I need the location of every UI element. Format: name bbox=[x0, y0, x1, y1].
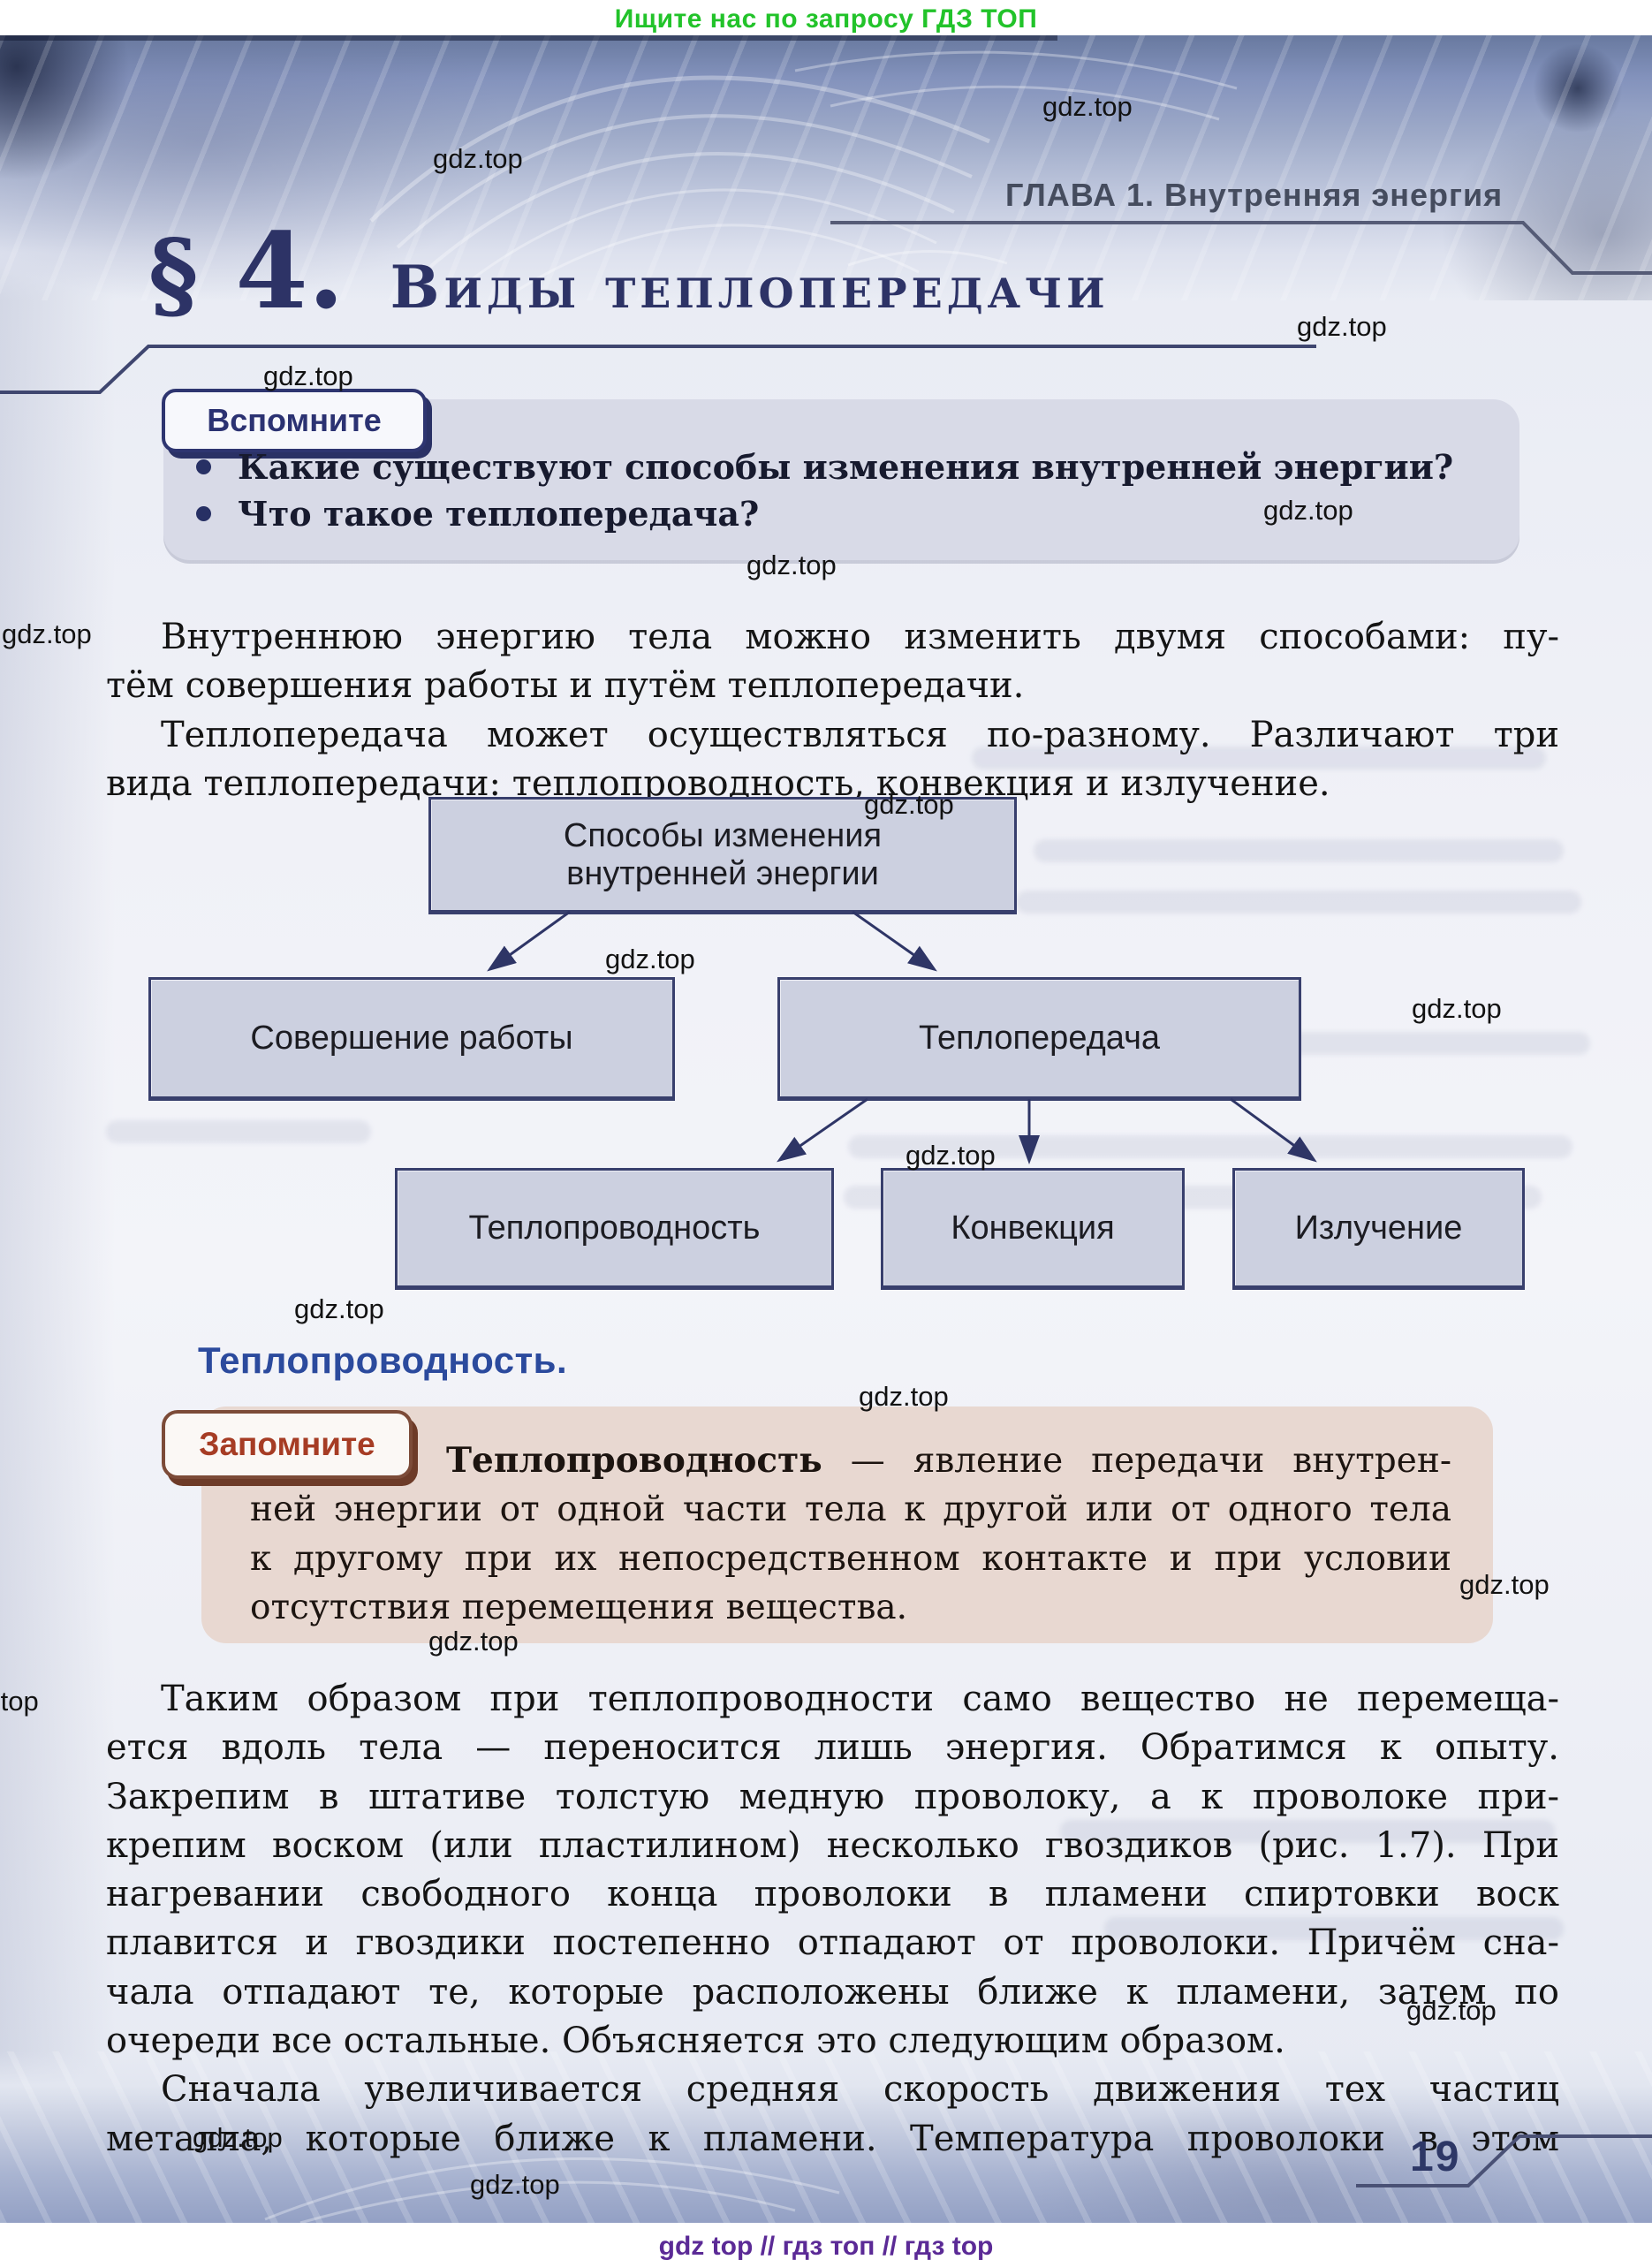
scan-bleed-artifact bbox=[1016, 891, 1581, 914]
text-line: очереди все остальные. Объясняется это с… bbox=[106, 2021, 1285, 2062]
watermark-text: gdz.top bbox=[605, 944, 695, 974]
memorize-definition: Теплопроводность — явление передачи внут… bbox=[250, 1437, 1451, 1632]
memorize-label: Запомните bbox=[162, 1410, 413, 1479]
text-line: чала отпадают те, которые расположены бл… bbox=[106, 1971, 1559, 2013]
watermark-text: gdz.top bbox=[433, 143, 523, 174]
remember-question-text: Что такое теплопередача? bbox=[238, 494, 760, 534]
scan-bleed-artifact bbox=[848, 1135, 1572, 1158]
remember-question: Какие существуют способы изменения внутр… bbox=[196, 447, 1453, 487]
watermark-text: gdz.top bbox=[428, 1626, 519, 1657]
text-line: Внутреннюю энергию тела можно изменить д… bbox=[161, 617, 1559, 657]
watermark-text: gdz.top bbox=[1459, 1569, 1550, 1600]
intro-paragraphs: Внутреннюю энергию тела можно изменить д… bbox=[106, 613, 1559, 808]
definition-line: ней энергии от одной части тела к другой… bbox=[250, 1490, 1451, 1530]
scan-bleed-artifact bbox=[1104, 1917, 1564, 1940]
watermark-text: gdz.top bbox=[2, 618, 92, 649]
diagram-box-work: Совершение работы bbox=[148, 977, 675, 1101]
text-line: Сначала увеличивается средняя скорость д… bbox=[161, 2069, 1559, 2111]
footer-links: gdz top // гдз топ // гдз top bbox=[658, 2232, 994, 2261]
text-line: крепим воском (или пластилином) нескольк… bbox=[106, 1824, 1559, 1866]
bullet-icon bbox=[196, 459, 211, 474]
section-title: Виды теплопередачи bbox=[390, 253, 1110, 322]
scan-top-edge bbox=[0, 35, 1057, 41]
remember-question: Что такое теплопередача? bbox=[196, 494, 759, 534]
text-line: нагревании свободного конца проволоки в … bbox=[106, 1874, 1559, 1915]
section-title-row: § 4. Виды теплопередачи bbox=[148, 219, 1110, 323]
chapter-heading: ГЛАВА 1. Внутренняя энергия bbox=[1005, 177, 1504, 213]
watermark-text: gdz.top bbox=[1412, 993, 1502, 1024]
text-line: Таким образом при теплопроводности само … bbox=[161, 1679, 1559, 1719]
diagram-box-root: Способы изменения внутренней энергии bbox=[428, 797, 1017, 914]
text-line: Теплопередача может осуществляться по-ра… bbox=[161, 714, 1559, 755]
diagram-box-conduction: Теплопроводность bbox=[395, 1168, 834, 1290]
watermark-text: gdz.top bbox=[1263, 495, 1353, 526]
bullet-icon bbox=[196, 506, 211, 521]
watermark-text: gdz.top bbox=[193, 2122, 283, 2153]
watermark-text: gdz.top bbox=[0, 1686, 39, 1717]
diagram-box-heat-transfer: Теплопередача bbox=[777, 977, 1301, 1101]
scan-bleed-artifact bbox=[1060, 1820, 1555, 1843]
diagram-box-work-label: Совершение работы bbox=[250, 1019, 573, 1057]
watermark-text: gdz.top bbox=[294, 1293, 384, 1324]
diagram-box-radiation: Излучение bbox=[1232, 1168, 1525, 1290]
main-paragraphs: Таким образом при теплопроводности само … bbox=[106, 1675, 1559, 2164]
text-line: металла, которые ближе к пламени. Темпер… bbox=[106, 2118, 1559, 2159]
text-line: Закрепим в штативе толстую медную провол… bbox=[106, 1776, 1559, 1817]
watermark-text: gdz.top bbox=[263, 360, 353, 391]
diagram-box-conduction-label: Теплопроводность bbox=[468, 1209, 761, 1247]
memorize-box bbox=[201, 1406, 1493, 1643]
diagram-box-convection: Конвекция bbox=[881, 1168, 1185, 1290]
text-line: ется вдоль тела — переносится лишь энерг… bbox=[106, 1727, 1559, 1769]
watermark-text: gdz.top bbox=[859, 1381, 949, 1412]
text-line: плавится и гвоздики постепенно отпадают … bbox=[106, 1922, 1559, 1964]
page-number: 19 bbox=[1410, 2134, 1461, 2180]
definition-line: Теплопроводность — явление передачи внут… bbox=[250, 1437, 1451, 1485]
watermark-text: gdz.top bbox=[1406, 1995, 1497, 2026]
watermark-text: gdz.top bbox=[1297, 311, 1387, 342]
section-number: 4. bbox=[235, 209, 345, 332]
watermark-text: gdz.top bbox=[864, 789, 954, 820]
remember-question-text: Какие существуют способы изменения внутр… bbox=[238, 447, 1454, 487]
subheading-conduction: Теплопроводность. bbox=[198, 1339, 568, 1381]
definition-line-rest: — явление передачи внутрен- bbox=[822, 1441, 1451, 1481]
paragraph-sign: § bbox=[148, 219, 199, 330]
watermark-text: gdz.top bbox=[1042, 91, 1133, 122]
page-edge-shadow bbox=[0, 35, 115, 2223]
scan-bleed-artifact bbox=[972, 747, 1546, 770]
watermark-text: gdz.top bbox=[906, 1140, 996, 1171]
definition-line: к другому при их непосредственном контак… bbox=[250, 1538, 1451, 1579]
diagram-box-convection-label: Конвекция bbox=[951, 1209, 1115, 1247]
definition-line: отсутствия перемещения вещества. bbox=[250, 1587, 908, 1627]
diagram-box-heat-transfer-label: Теплопередача bbox=[918, 1019, 1161, 1057]
scan-bleed-artifact bbox=[106, 1120, 371, 1143]
diagram-box-root-label: Способы изменения внутренней энергии bbox=[563, 816, 883, 892]
watermark-text: gdz.top bbox=[746, 550, 837, 580]
remember-label: Вспомните bbox=[162, 389, 427, 452]
watermark-text: gdz.top bbox=[470, 2169, 560, 2200]
text-line: тём совершения работы и путём теплоперед… bbox=[106, 665, 1025, 707]
promo-banner-text: Ищите нас по запросу ГДЗ ТОП bbox=[614, 4, 1038, 34]
definition-term: Теплопроводность bbox=[446, 1440, 822, 1481]
scan-bleed-artifact bbox=[1034, 839, 1564, 862]
diagram-box-radiation-label: Излучение bbox=[1294, 1209, 1463, 1247]
